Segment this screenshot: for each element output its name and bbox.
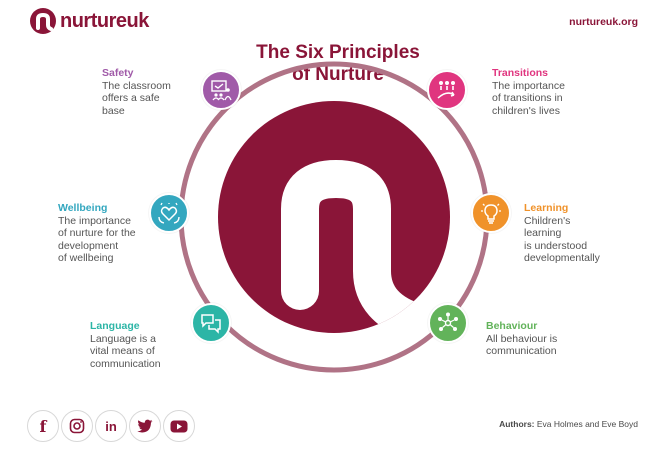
linkedin-glyph: in [105,418,117,434]
wellbeing-line: The importance [58,214,131,227]
speech-bubbles-icon [201,314,221,334]
transitions-line: children's lives [492,104,560,117]
learning-line: developmentally [524,252,600,264]
learning-label: Learning Children's learning is understo… [524,202,634,265]
wellbeing-line: development [58,239,119,252]
behaviour-line: All behaviour is [486,332,558,345]
page-title: The Six Principles of Nurture [238,42,438,86]
n-mark-icon [281,160,437,333]
wellbeing-node [149,193,189,233]
authors-label: Authors: [499,419,535,429]
behaviour-network-icon [438,312,458,331]
wellbeing-line: of nurture for the [58,227,136,239]
classroom-icon [211,80,232,101]
learning-line: learning [524,227,562,239]
center-n-logo [218,101,450,333]
behaviour-node [428,303,468,343]
transitions-icon [437,81,455,99]
language-line: vital means of [90,345,155,357]
language-line: Language is a [90,332,156,345]
transitions-line: of transitions in [492,92,563,104]
logo-text: nurtureuk [60,9,149,32]
transitions-line: The importance [492,79,565,92]
learning-line: is understood [524,239,588,252]
transitions-node [427,70,467,110]
safety-title: Safety [102,67,134,79]
lightbulb-icon [481,203,501,224]
safety-line: base [102,104,125,117]
safety-node [201,70,241,110]
facebook-glyph: f [39,416,47,436]
behaviour-label: Behaviour All behaviour is communication [486,320,596,358]
language-label: Language Language is a vital means of co… [90,320,180,370]
facebook-icon[interactable]: f [27,410,59,442]
wellbeing-icon [158,202,180,224]
learning-title: Learning [524,202,569,214]
safety-line: offers a safe [102,92,160,104]
behaviour-title: Behaviour [486,320,538,332]
language-line: communication [90,357,161,370]
authors-names: Eva Holmes and Eve Boyd [536,419,638,429]
safety-label: Safety The classroom offers a safe base [102,67,192,117]
safety-line: The classroom [102,79,171,92]
transitions-title: Transitions [492,67,549,79]
youtube-icon[interactable] [163,410,195,442]
instagram-glyph [69,418,85,434]
title-line-2: of Nurture [292,64,384,85]
language-title: Language [90,320,140,332]
wellbeing-label: Wellbeing The importance of nurture for … [58,202,153,265]
learning-node [471,193,511,233]
learning-line: Children's [524,214,571,227]
language-node [191,303,231,343]
wellbeing-line: of wellbeing [58,252,114,264]
authors-credit: Authors: Eva Holmes and Eve Boyd [499,419,638,429]
logo-mark-icon [30,8,56,34]
transitions-label: Transitions The importance of transition… [492,67,602,117]
instagram-icon[interactable] [61,410,93,442]
wellbeing-title: Wellbeing [58,202,108,214]
twitter-glyph [137,419,153,433]
linkedin-icon[interactable]: in [95,410,127,442]
site-url-link[interactable]: nurtureuk.org [569,16,638,28]
title-line-1: The Six Principles [256,42,420,63]
youtube-glyph [170,420,188,432]
behaviour-line: communication [486,345,557,357]
twitter-icon[interactable] [129,410,161,442]
nurtureuk-logo[interactable]: nurtureuk [30,6,149,36]
